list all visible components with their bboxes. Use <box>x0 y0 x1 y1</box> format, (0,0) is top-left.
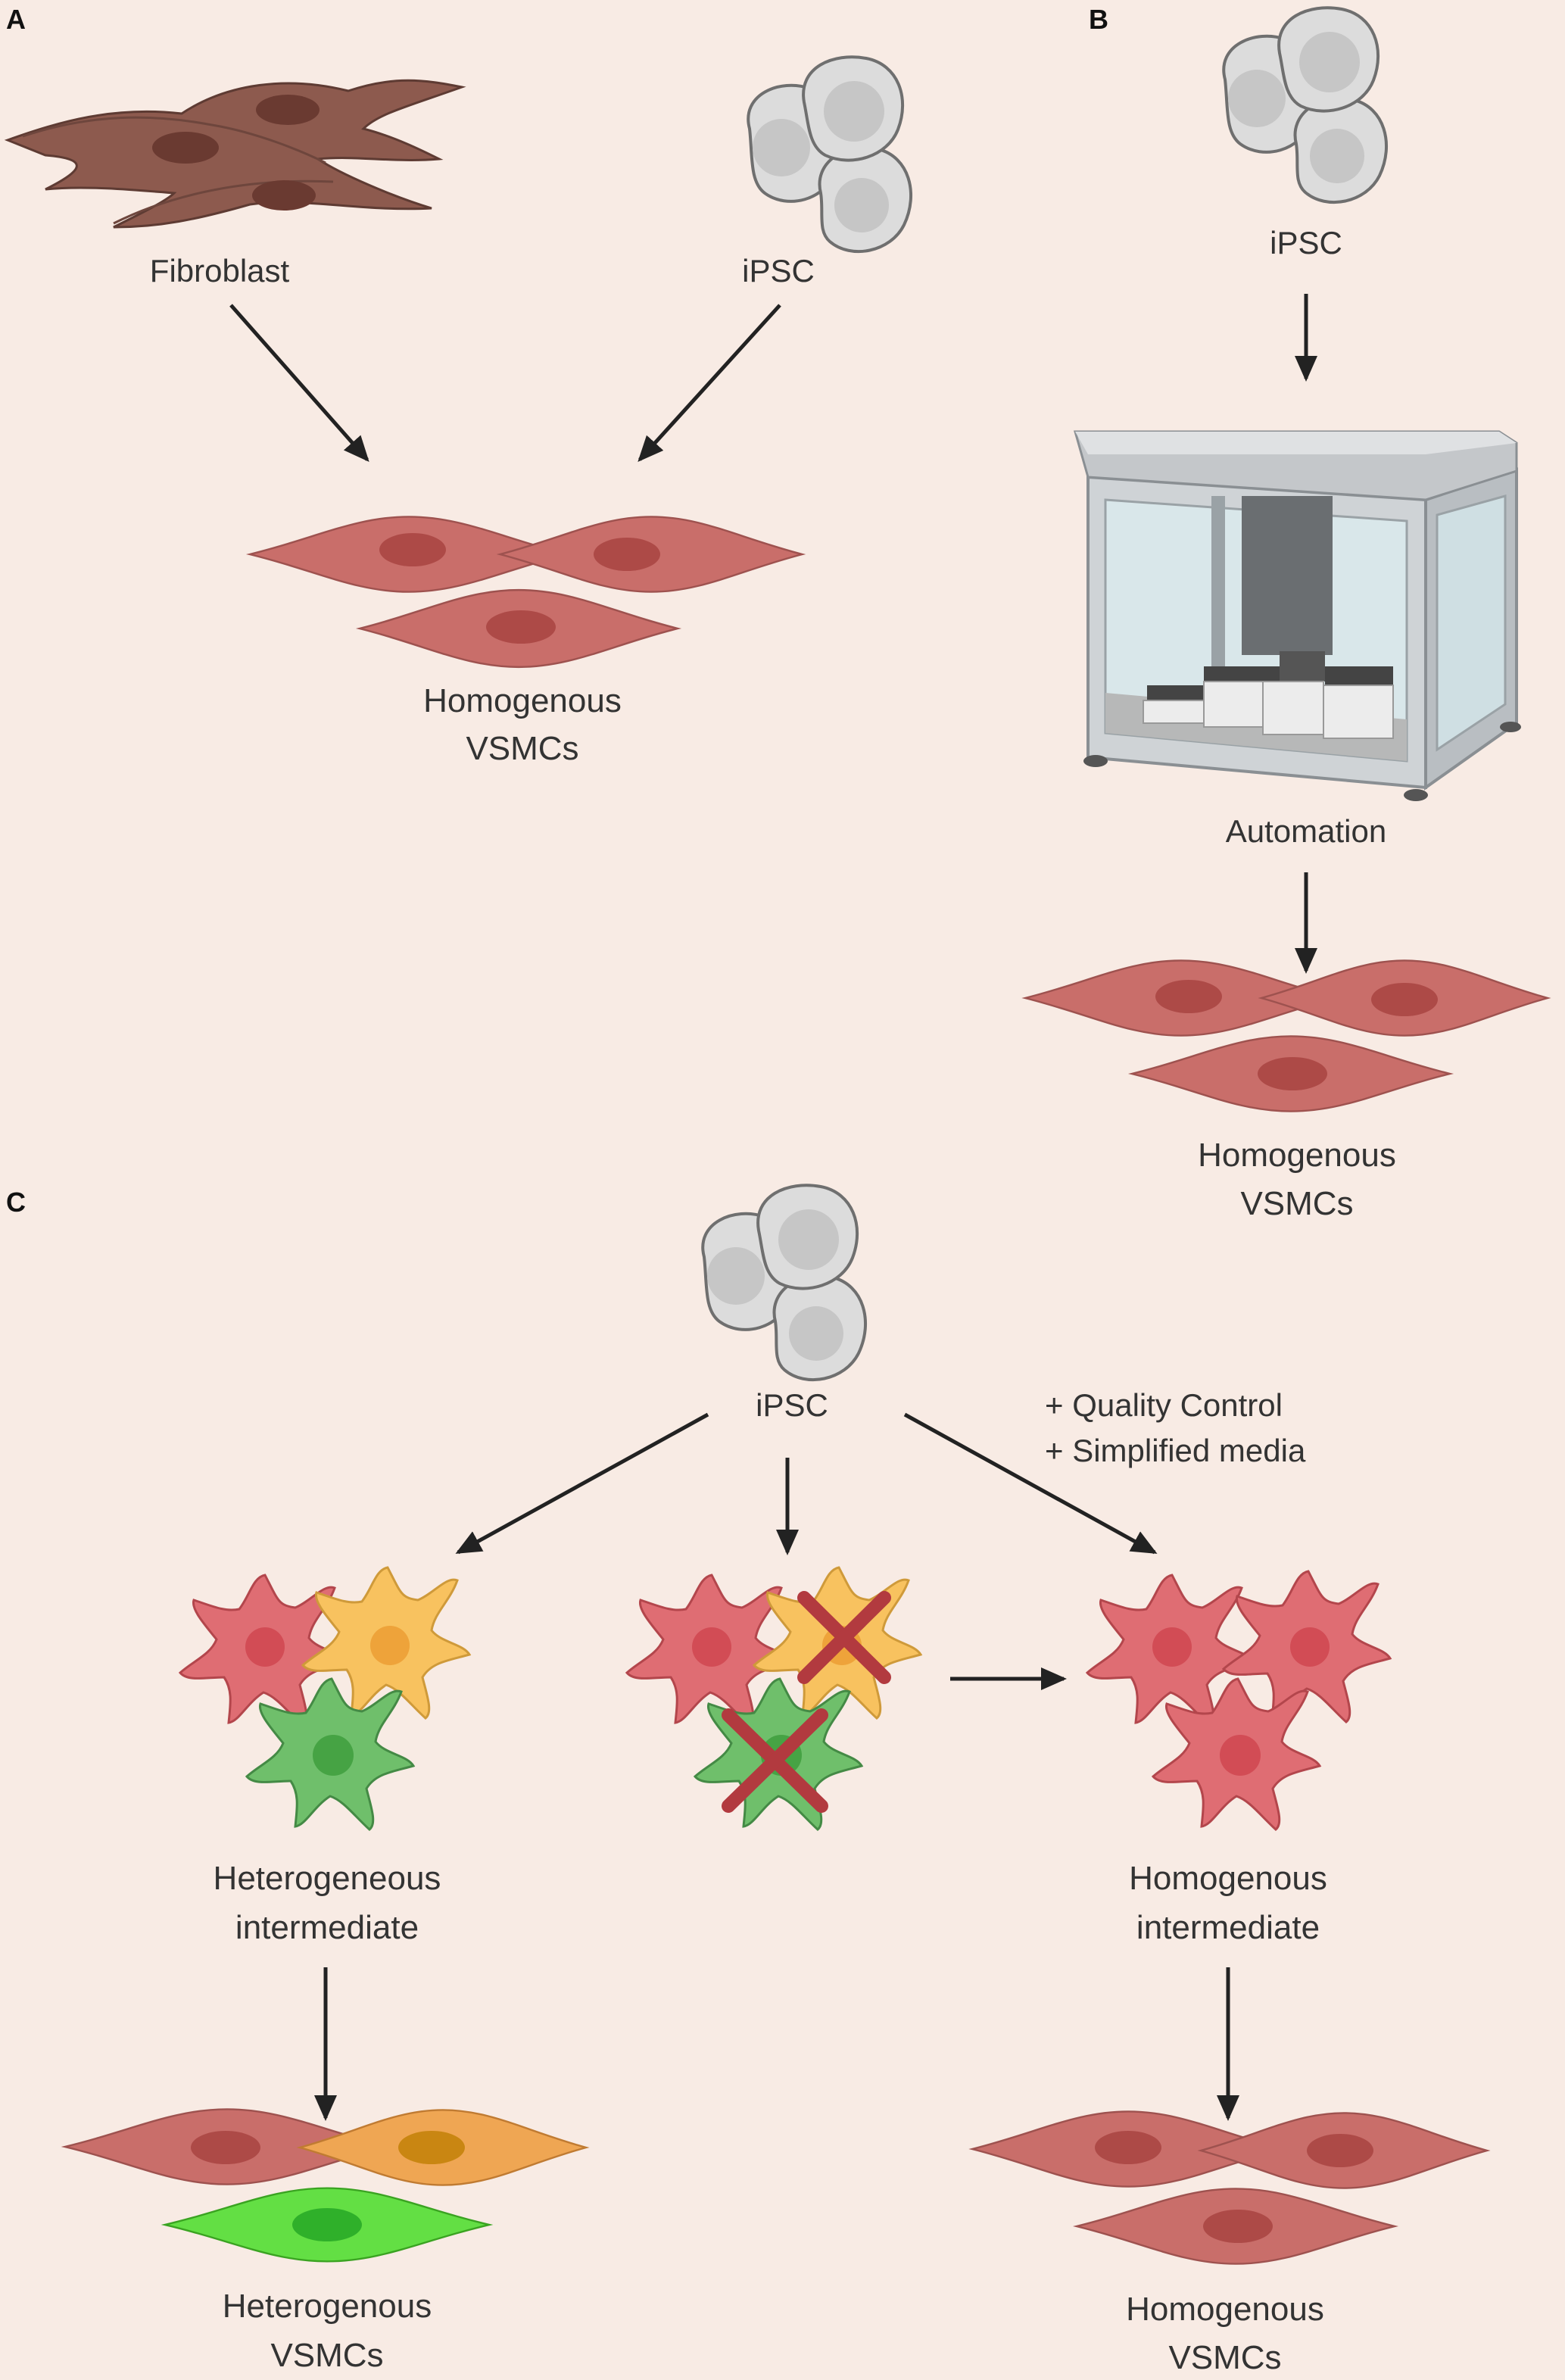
heterogeneous-intermediate-cells <box>179 1566 471 1831</box>
fibroblast-cluster <box>4 79 466 229</box>
ipsc-cluster-c <box>701 1184 868 1382</box>
label-homogenous-vsmc-b-line1: Homogenous <box>1198 1137 1396 1174</box>
panel-letter-a: A <box>6 4 26 35</box>
label-quality-control: + Quality Control <box>1045 1387 1283 1423</box>
ipsc-cluster-b <box>1222 6 1389 204</box>
heterogenous-vsmc-cluster <box>64 2107 588 2263</box>
panel-letter-b: B <box>1089 4 1108 35</box>
label-automation: Automation <box>1226 813 1386 849</box>
arrow-ipsc-to-vsmc-a <box>638 304 781 462</box>
label-heterogenous-vsmc-line1: Heterogenous <box>223 2288 432 2325</box>
vsmc-cluster-a <box>248 515 803 669</box>
ipsc-cluster-a <box>747 55 913 254</box>
label-homogenous-intermediate-line1: Homogenous <box>1129 1860 1327 1897</box>
label-heterogeneous-intermediate-line1: Heterogeneous <box>214 1860 441 1897</box>
label-fibroblast: Fibroblast <box>150 253 290 289</box>
label-homogenous-vsmc-c-line2: VSMCs <box>1168 2339 1281 2376</box>
cross-mark-green <box>722 1708 828 1813</box>
label-ipsc-c: iPSC <box>756 1387 828 1423</box>
label-homogenous-vsmc-b-line2: VSMCs <box>1240 1185 1353 1222</box>
label-heterogenous-vsmc-line2: VSMCs <box>270 2337 383 2374</box>
label-homogenous-vsmc-c-line1: Homogenous <box>1126 2291 1324 2328</box>
label-homogenous-vsmc-a-line2: VSMCs <box>466 730 578 767</box>
label-homogenous-vsmc-a-line1: Homogenous <box>423 682 622 719</box>
label-ipsc-a: iPSC <box>742 253 815 289</box>
arrow-fibroblast-to-vsmc <box>229 304 369 462</box>
label-heterogeneous-intermediate-line2: intermediate <box>235 1909 419 1946</box>
liquid-handling-robot <box>1074 430 1521 801</box>
homogenous-intermediate-cells <box>1086 1570 1392 1831</box>
homogenous-vsmc-cluster-c <box>971 2110 1489 2266</box>
panel-letter-c: C <box>6 1187 26 1218</box>
label-ipsc-b: iPSC <box>1270 225 1342 260</box>
arrow-ipsc-to-heterogeneous <box>455 1412 709 1555</box>
label-simplified-media: + Simplified media <box>1045 1433 1306 1468</box>
vsmc-cluster-b <box>1024 959 1549 1113</box>
cross-mark-yellow <box>797 1591 891 1684</box>
arrow-ipsc-to-homogenous <box>903 1412 1158 1555</box>
label-homogenous-intermediate-line2: intermediate <box>1136 1909 1320 1946</box>
